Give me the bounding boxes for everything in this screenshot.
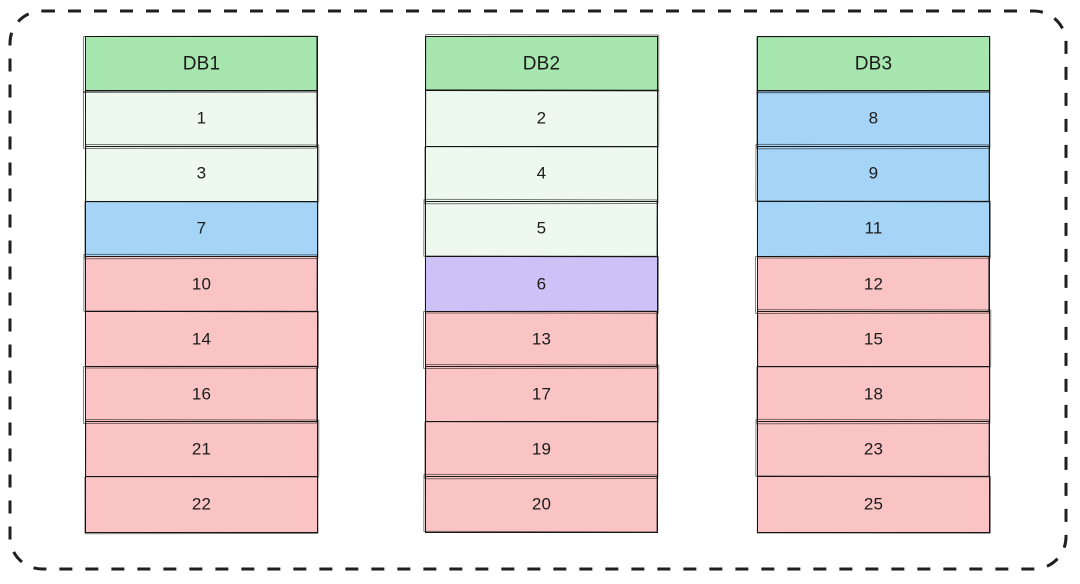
db-header-label: DB2: [522, 53, 561, 74]
db-key-cell[interactable]: 16: [85, 365, 318, 423]
db-key-cell[interactable]: 20: [425, 476, 658, 533]
db-key-label: 9: [868, 163, 879, 183]
db-key-label: 19: [531, 439, 552, 459]
db-key-label: 11: [864, 218, 883, 238]
db-key-label: 23: [863, 439, 884, 459]
db-header-label: DB3: [854, 53, 893, 74]
db-key-label: 8: [868, 108, 879, 128]
db-key-cell[interactable]: 8: [757, 90, 990, 148]
db-key-cell[interactable]: 7: [85, 200, 318, 258]
db-key-cell[interactable]: 11: [757, 200, 990, 258]
db-key-label: 17: [531, 384, 552, 404]
db-key-cell[interactable]: 10: [85, 255, 318, 313]
db-key-cell[interactable]: 19: [425, 420, 658, 478]
db-key-label: 22: [191, 494, 212, 514]
db-key-label: 18: [863, 384, 884, 404]
db-key-cell[interactable]: 1: [85, 90, 318, 148]
db-header-db1[interactable]: DB1: [85, 36, 318, 92]
db-key-cell[interactable]: 17: [425, 365, 658, 423]
db-key-label: 21: [191, 439, 212, 459]
db-key-cell[interactable]: 3: [85, 145, 318, 203]
db-key-cell[interactable]: 9: [757, 145, 990, 203]
db-key-label: 16: [191, 384, 212, 404]
db-key-label: 6: [536, 274, 547, 294]
db-key-label: 14: [191, 329, 212, 349]
db-header-db3[interactable]: DB3: [757, 36, 990, 92]
db-key-label: 2: [536, 108, 547, 128]
db-key-cell[interactable]: 13: [425, 310, 658, 368]
db-key-label: 5: [536, 218, 547, 238]
db-key-label: 15: [863, 329, 884, 349]
db-key-label: 1: [196, 108, 207, 128]
db-key-cell[interactable]: 2: [425, 90, 658, 148]
db-column-db3: DB3 8 9 11 12 15 18 23 25: [757, 36, 990, 546]
db-key-cell[interactable]: 21: [85, 420, 318, 478]
db-key-label: 4: [536, 163, 547, 183]
db-key-cell[interactable]: 18: [757, 365, 990, 423]
db-key-cell[interactable]: 14: [85, 310, 318, 368]
db-key-label: 12: [863, 274, 884, 294]
db-column-db1: DB1 1 3 7 10 14 16 21 22: [85, 36, 318, 546]
db-key-cell[interactable]: 22: [85, 476, 318, 533]
db-key-label: 7: [196, 218, 207, 238]
db-key-label: 3: [196, 163, 207, 183]
db-key-label: 13: [531, 329, 552, 349]
db-key-cell[interactable]: 23: [757, 420, 990, 478]
db-key-cell[interactable]: 4: [425, 145, 658, 203]
db-key-cell[interactable]: 5: [425, 200, 658, 258]
db-header-db2[interactable]: DB2: [425, 36, 658, 92]
db-key-cell[interactable]: 12: [757, 255, 990, 313]
db-column-db2: DB2 2 4 5 6 13 17 19 20: [425, 36, 658, 546]
db-key-cell[interactable]: 6: [425, 255, 658, 313]
db-header-label: DB1: [182, 53, 221, 74]
db-key-cell[interactable]: 15: [757, 310, 990, 368]
db-key-label: 10: [191, 274, 212, 294]
db-key-label: 20: [531, 494, 552, 514]
db-key-cell[interactable]: 25: [757, 476, 990, 533]
db-key-label: 25: [863, 494, 884, 514]
